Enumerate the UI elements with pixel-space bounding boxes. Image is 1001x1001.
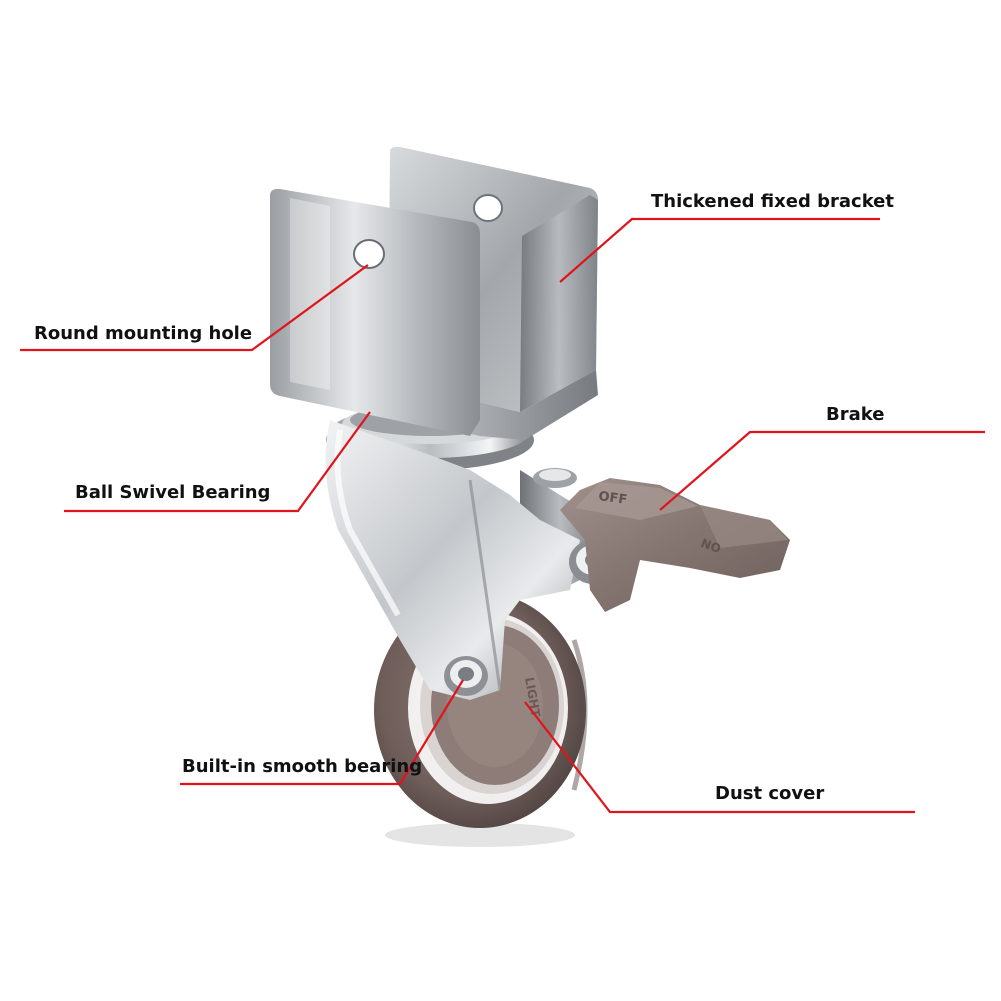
- leader-line-bracket: [559, 217, 880, 283]
- label-dust-cover: Dust cover: [715, 783, 825, 804]
- u-bracket: [270, 146, 598, 440]
- leader-line-dust-cover: [524, 701, 915, 814]
- floor-shadow: [385, 823, 575, 847]
- label-built-in-smooth-bearing: Built-in smooth bearing: [182, 756, 423, 777]
- label-thickened-fixed-bracket: Thickened fixed bracket: [651, 191, 894, 212]
- brake-off-marking: OFF: [597, 489, 628, 508]
- leader-line-mounting-hole: [20, 264, 369, 352]
- label-round-mounting-hole: Round mounting hole: [34, 323, 253, 344]
- fork-rivet: [533, 468, 577, 488]
- brake-on-marking: ON: [699, 535, 723, 555]
- brake-pedal: OFF ON: [560, 478, 790, 612]
- axle-bolt: [444, 656, 488, 696]
- leader-line-smooth-bearing: [180, 679, 464, 786]
- fork-body: [325, 420, 580, 700]
- label-brake: Brake: [826, 404, 885, 425]
- front-mounting-hole: [354, 240, 384, 268]
- back-mounting-hole: [474, 195, 502, 221]
- leader-lines: [20, 217, 985, 814]
- label-ball-swivel-bearing: Ball Swivel Bearing: [75, 482, 271, 503]
- leader-line-swivel: [64, 411, 371, 513]
- leader-line-brake: [659, 430, 985, 511]
